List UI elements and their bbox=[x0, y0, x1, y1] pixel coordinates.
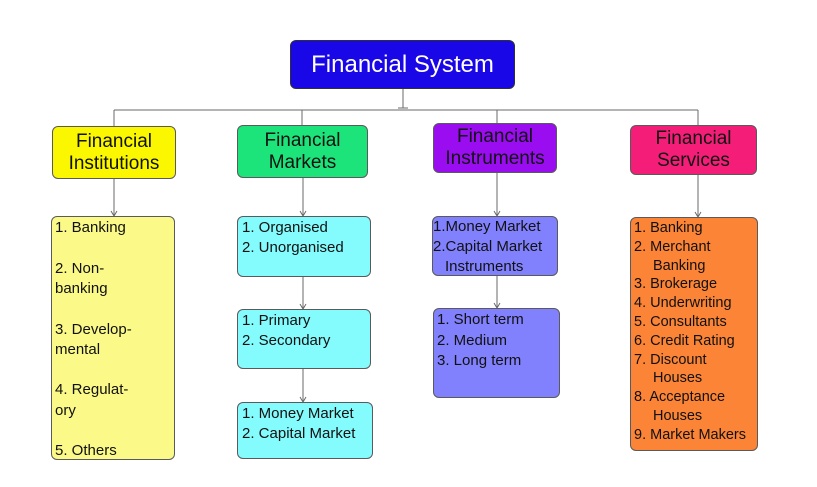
list-item: Instruments bbox=[445, 258, 524, 275]
list-markets-organisation: 1. Organised 2. Unorganised bbox=[237, 216, 371, 277]
list-item: 1. Organised bbox=[242, 219, 328, 236]
list-item: 1. Money Market bbox=[242, 405, 354, 422]
list-item: 1. Banking bbox=[634, 220, 703, 236]
header-line: Markets bbox=[268, 151, 337, 173]
header-line: Services bbox=[657, 150, 730, 171]
header-financial-instruments: Financial Instruments bbox=[433, 123, 557, 173]
header-financial-institutions: Financial Institutions bbox=[52, 126, 176, 179]
list-institutions: 1. Banking 2. Non- banking 3. Develop- m… bbox=[51, 216, 175, 460]
header-line: Financial bbox=[456, 126, 534, 148]
header-line: Instruments bbox=[445, 148, 545, 169]
list-markets-term: 1. Money Market 2. Capital Market bbox=[237, 402, 373, 459]
list-item: 4. Underwriting bbox=[634, 295, 732, 312]
list-markets-issue: 1. Primary 2. Secondary bbox=[237, 309, 371, 369]
list-item: 2. Non- bbox=[55, 260, 105, 277]
header-financial-services: Financial Services bbox=[630, 125, 757, 175]
root-node: Financial System bbox=[290, 40, 515, 89]
list-item: banking bbox=[55, 280, 108, 297]
list-item: 4. Regulat- bbox=[55, 381, 129, 398]
list-item: Houses bbox=[653, 370, 703, 387]
list-item: 2. Merchant bbox=[634, 238, 711, 255]
list-item: 5. Others bbox=[55, 442, 117, 459]
list-item: 2. Secondary bbox=[242, 332, 331, 349]
list-item: 6. Credit Rating bbox=[634, 332, 735, 349]
list-item: Houses bbox=[653, 407, 703, 424]
header-line: Financial bbox=[264, 129, 341, 151]
list-item: 3. Brokerage bbox=[634, 276, 718, 293]
list-item: 2. Unorganised bbox=[242, 239, 344, 256]
root-label: Financial System bbox=[311, 50, 494, 78]
list-item: 1. Banking bbox=[55, 219, 126, 236]
list-item: 3. Develop- bbox=[55, 321, 132, 338]
header-line: Institutions bbox=[68, 152, 160, 174]
list-item: 2. Capital Market bbox=[242, 425, 356, 442]
list-item: 2.Capital Market bbox=[433, 238, 543, 255]
list-item: 2. Medium bbox=[437, 331, 508, 349]
list-item: 9. Market Makers bbox=[634, 426, 746, 443]
list-instruments-term: 1. Short term 2. Medium 3. Long term bbox=[433, 308, 560, 398]
list-item: ory bbox=[55, 402, 76, 419]
list-item: 5. Consultants bbox=[634, 313, 727, 330]
list-item: 1. Primary bbox=[242, 312, 311, 329]
list-item: 7. Discount bbox=[634, 351, 707, 368]
list-instruments-type: 1.Money Market 2.Capital Market Instrume… bbox=[432, 216, 558, 276]
header-line: Financial bbox=[655, 128, 732, 150]
list-item: mental bbox=[55, 341, 101, 358]
list-item: 3. Long term bbox=[437, 352, 522, 369]
list-services: 1. Banking 2. Merchant Banking 3. Broker… bbox=[630, 217, 758, 451]
list-item: 1. Short term bbox=[437, 311, 524, 328]
list-item: Banking bbox=[653, 257, 706, 274]
list-item: 8. Acceptance bbox=[634, 389, 726, 406]
header-line: Financial bbox=[75, 130, 153, 152]
list-item: 1.Money Market bbox=[433, 218, 541, 235]
header-financial-markets: Financial Markets bbox=[237, 125, 368, 178]
